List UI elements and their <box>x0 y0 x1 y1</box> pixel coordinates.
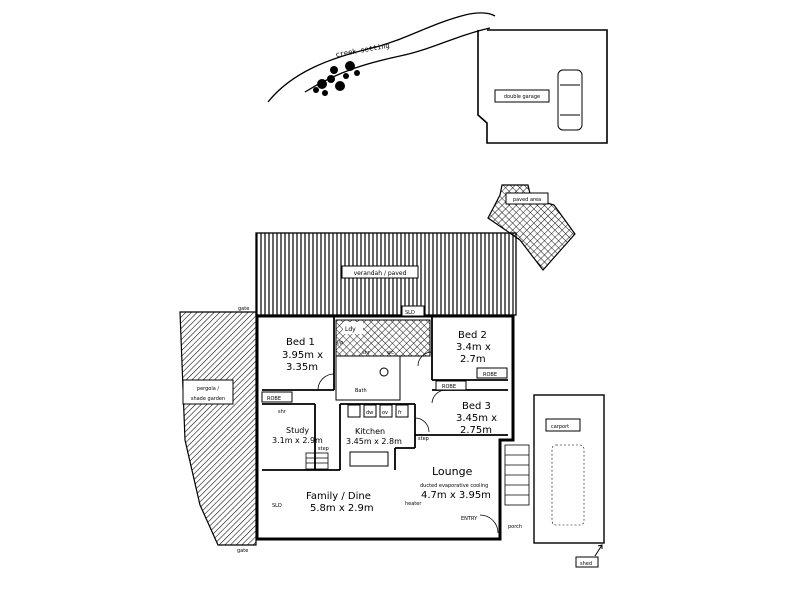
paved-area-label: paved area <box>513 197 541 203</box>
creek-vegetation <box>313 61 360 96</box>
bed3-name: Bed 3 <box>462 401 491 412</box>
sld-top-box <box>401 305 425 317</box>
family-name: Family / Dine <box>306 491 371 502</box>
verandah-label-box <box>341 265 419 279</box>
pergola-label-1: pergola / <box>197 386 219 392</box>
carport-label: carport <box>551 424 569 430</box>
sld-top-label: SLD <box>405 310 415 316</box>
gate-bottom-label: gate <box>237 548 248 554</box>
robe-bed2-box <box>476 367 508 379</box>
lounge-note: ducted evaporative cooling <box>420 483 488 489</box>
front-steps <box>504 444 530 506</box>
bed3-dims-2: 2.75m <box>460 425 492 436</box>
lounge-dims: 4.7m x 3.95m <box>421 490 491 501</box>
study-steps <box>305 452 329 470</box>
entry-label: ENTRY <box>461 516 478 522</box>
garage-label-box <box>494 89 550 103</box>
step-label-1: step <box>318 446 329 452</box>
carport-car-outline <box>551 444 585 526</box>
robe-bed1-label: ROBE <box>267 396 281 402</box>
carport <box>533 394 605 544</box>
study-dims: 3.1m x 2.9m <box>272 436 323 445</box>
ldy-label-box <box>343 322 363 334</box>
study-shr-label: shr <box>278 409 287 415</box>
creek-label: creek setting <box>335 42 390 59</box>
carport-label-box <box>545 418 581 432</box>
kitchen-appliances <box>347 404 409 467</box>
fr-label: fr <box>398 410 403 416</box>
laundry-floor <box>335 319 431 357</box>
shed-pointer-icon <box>594 544 603 557</box>
paved-area <box>487 184 576 271</box>
house-outer-walls <box>255 314 515 541</box>
pergola-shade-garden <box>179 311 257 546</box>
double-garage <box>477 29 608 144</box>
verandah <box>255 232 517 316</box>
verandah-label: verandah / paved <box>354 270 407 277</box>
lounge-name: Lounge <box>432 465 473 478</box>
bed2-name: Bed 2 <box>458 330 487 341</box>
garage-label: double garage <box>504 94 540 100</box>
door-swings <box>317 351 499 534</box>
bath-label: Bath <box>355 388 367 394</box>
gate-top-label: gate <box>238 306 249 312</box>
family-dims: 5.8m x 2.9m <box>310 503 374 514</box>
bed2-dims-1: 3.4m x <box>456 342 491 353</box>
kitchen-dims: 3.45m x 2.8m <box>346 437 402 446</box>
sld-left-label: SLD <box>272 503 282 509</box>
basin-icon <box>379 367 389 377</box>
study-name: Study <box>286 426 309 435</box>
bed1-dims-1: 3.95m x <box>282 350 323 361</box>
shed-box <box>575 556 599 568</box>
pergola-label-2: shade garden <box>191 396 225 402</box>
heater-label: heater <box>405 501 422 507</box>
bath-area <box>335 355 401 401</box>
pergola-label-box <box>182 379 234 405</box>
creek <box>267 12 496 103</box>
interior-walls <box>262 316 508 471</box>
lp-label: l/p <box>337 340 343 346</box>
shed-label: shed <box>580 561 592 567</box>
bed3-dims-1: 3.45m x <box>456 413 497 424</box>
shr-label: shr <box>362 350 371 356</box>
robe-bed3-label: ROBE <box>442 384 456 390</box>
ldy-label: Ldy <box>345 326 356 333</box>
porch-label: porch <box>508 524 522 530</box>
bed1-dims-2: 3.35m <box>286 362 318 373</box>
bed1-name: Bed 1 <box>286 337 315 348</box>
robe-bed3-box <box>435 380 467 391</box>
car-icon <box>557 69 583 131</box>
robe-bed1-box <box>261 391 293 403</box>
robe-bed2-label: ROBE <box>483 372 497 378</box>
paved-area-label-box <box>505 192 549 205</box>
wc-label: wc <box>387 350 394 356</box>
step-label-2: step <box>418 436 429 442</box>
bed2-dims-2: 2.7m <box>460 354 486 365</box>
kitchen-name: Kitchen <box>355 427 385 436</box>
dw-label: dw <box>366 410 373 416</box>
ov-label: ov <box>382 410 388 416</box>
